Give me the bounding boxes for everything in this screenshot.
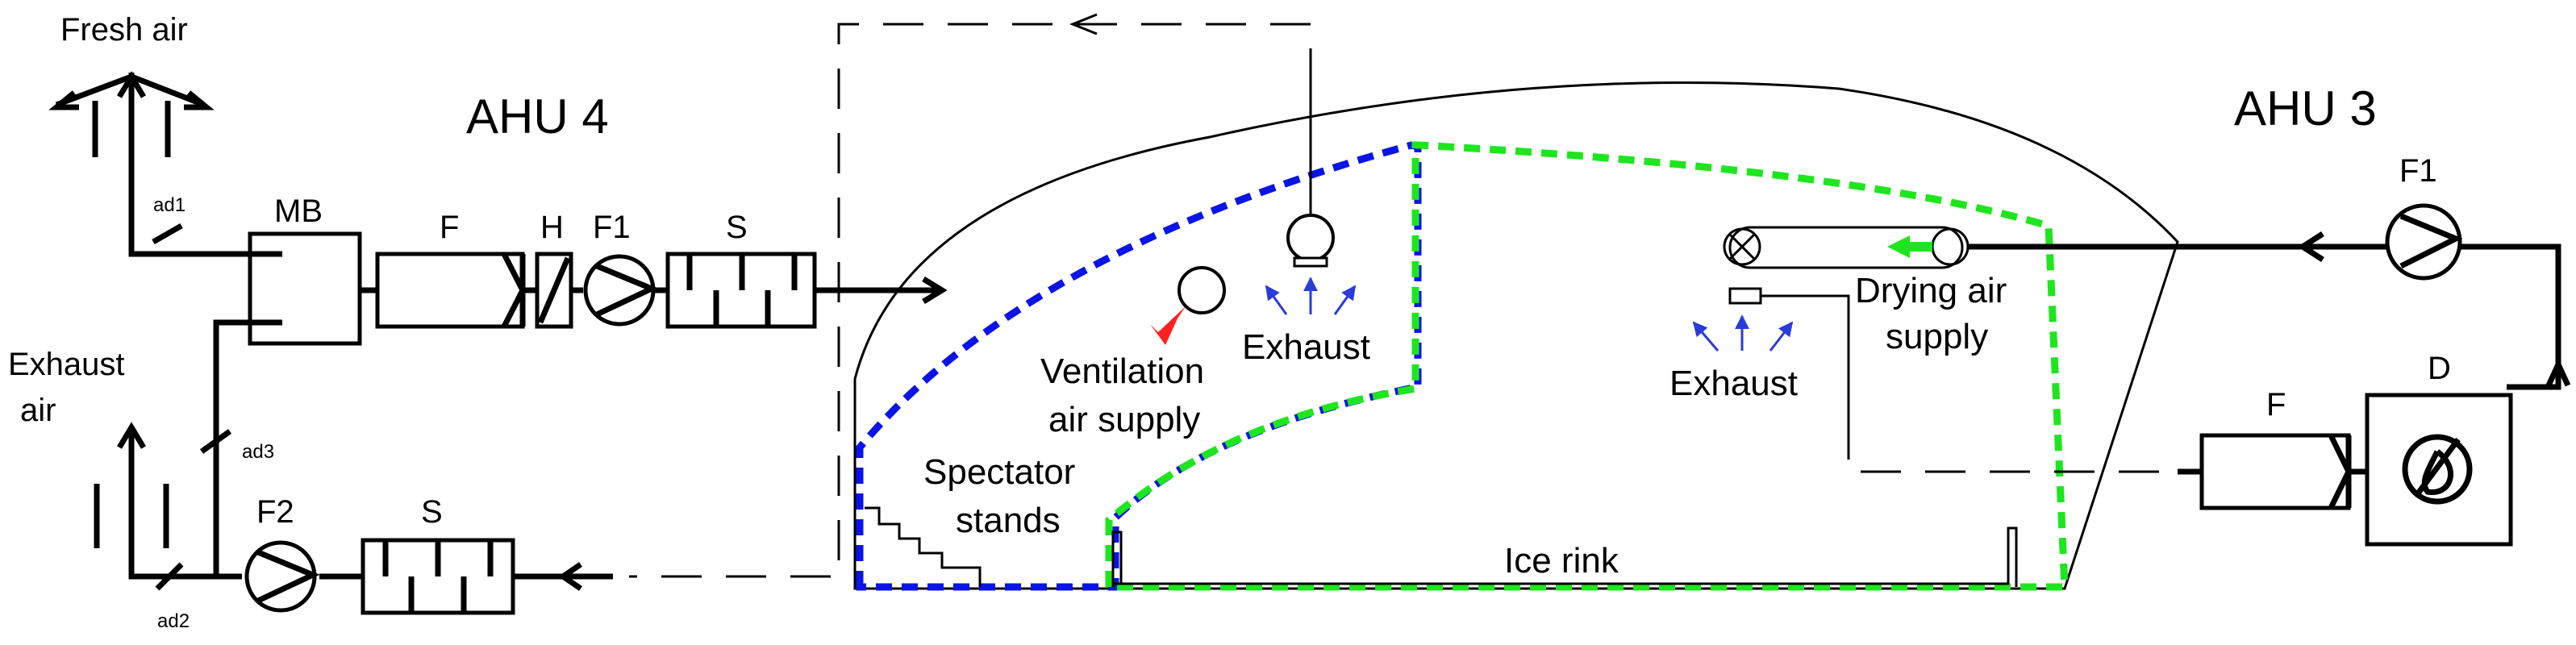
intake-right-arrow — [184, 90, 215, 110]
exhaust-air-outlet: Exhaust air — [8, 347, 169, 576]
damper-ad1-blade — [152, 223, 183, 245]
arena-building — [853, 81, 2179, 591]
ahu3-filter-f-symbol — [2328, 434, 2352, 510]
ahu3-unit: AHU 3 F1 F D — [1968, 81, 2571, 547]
dehumidifier-symbol — [2416, 437, 2461, 496]
mixing-box-mb — [248, 231, 362, 346]
ahu3-filter-f-label: F — [2266, 387, 2286, 422]
ventilation-label-line1: Ventilation — [1040, 352, 1204, 391]
exhaust-center-arrow-right — [1333, 285, 1357, 315]
fan-f1-symbol — [595, 263, 659, 318]
drying-damper-cross — [1728, 232, 1757, 261]
exhaust-right-label: Exhaust — [1669, 364, 1798, 403]
exhaust-center-grille — [1286, 214, 1335, 262]
damper-ad2-blade — [155, 562, 184, 591]
exhaust-stack-arrow — [116, 422, 147, 449]
drying-air-supply-terminal: Drying air supply — [1723, 226, 2007, 356]
ice-rink-left-board — [1111, 531, 1123, 587]
return-direction-arrow — [1069, 13, 1098, 35]
drying-label-line1: Drying air — [1855, 271, 2007, 310]
spectator-label-line1: Spectator — [923, 452, 1075, 492]
ventilation-red-arrow — [1150, 306, 1186, 345]
ahu3-filter-f — [2199, 433, 2351, 510]
ahu4-return-duct — [629, 23, 1312, 578]
ahu3-label: AHU 3 — [2234, 81, 2377, 135]
recirculation-duct — [128, 319, 250, 580]
fan-f2-label: F2 — [256, 494, 294, 530]
exhaust-center-base — [1293, 256, 1328, 268]
filter-f-symbol — [501, 252, 526, 328]
damper-ad1-label: ad1 — [153, 194, 185, 216]
green-drying-zone — [1105, 141, 2069, 591]
ahu3-fan-f1-symbol — [2399, 213, 2463, 269]
ventilation-supply-terminal: Ventilation air supply — [1040, 266, 1226, 439]
exhaust-return-arrow — [557, 562, 582, 591]
exhaust-center-label: Exhaust — [1242, 327, 1370, 367]
damper-ad3-label: ad3 — [242, 441, 274, 463]
ahu3-supply-arrow — [2297, 231, 2324, 262]
exhaust-air-label-line1: Exhaust — [8, 347, 125, 382]
drying-green-arrow — [1887, 235, 1932, 258]
ventilation-diffuser — [1178, 266, 1226, 314]
fresh-air-intake: Fresh air — [48, 12, 215, 157]
ahu3-supply-duct — [1968, 243, 2561, 390]
filter-f — [375, 252, 525, 329]
filter-f-label: F — [440, 210, 459, 245]
silencer-s-supply-baffles — [686, 254, 798, 327]
silencer-s-supply-label: S — [726, 210, 748, 245]
exhaust-right-arrow-right — [1769, 321, 1794, 352]
dehumidifier-d-label: D — [2428, 351, 2451, 386]
heater-h-symbol — [537, 256, 571, 324]
exhaust-air-label-line2: air — [20, 393, 56, 428]
exhaust-right-arrow-left — [1692, 321, 1719, 352]
ventilation-label-line2: air supply — [1048, 400, 1200, 439]
heater-h-label: H — [540, 210, 564, 245]
silencer-s-exhaust-label: S — [421, 494, 443, 530]
return-ducts — [629, 13, 2178, 578]
mixing-box-ports — [250, 251, 282, 326]
exhaust-right-duct — [1761, 294, 1850, 419]
exhaust-right-grille — [1728, 287, 1762, 305]
fresh-air-duct — [128, 145, 250, 257]
ahu3-fan-f1 — [2385, 203, 2462, 281]
fan-f1-label: F1 — [593, 210, 631, 245]
exhaust-right-terminal: Exhaust — [1669, 287, 1850, 419]
fresh-air-label: Fresh air — [60, 12, 188, 48]
supply-arrow — [922, 277, 948, 304]
ahu4-label: AHU 4 — [466, 89, 609, 144]
silencer-s-exhaust-baffles — [382, 540, 494, 613]
drying-damper-circle — [1723, 227, 1761, 266]
ice-rink-label: Ice rink — [1504, 541, 1619, 580]
ahu3-riser-arrow — [2545, 357, 2571, 387]
ice-rink-floor — [1113, 526, 2018, 587]
damper-ad3-blade — [199, 429, 232, 454]
spectator-label-line2: stands — [956, 501, 1061, 540]
dehumidifier-wheel — [2402, 434, 2473, 505]
spectator-stands — [865, 506, 982, 587]
mb-label: MB — [274, 194, 323, 229]
exhaust-center-arrow-left — [1265, 285, 1288, 315]
ahu3-fan-f1-label: F1 — [2399, 153, 2437, 189]
arena-outline — [853, 81, 2179, 590]
drying-label-line2: supply — [1886, 317, 1988, 356]
fan-f2-symbol — [256, 549, 320, 604]
damper-ad2-label: ad2 — [157, 610, 190, 632]
drying-duct-body — [1728, 226, 1964, 269]
ahu4-unit: AHU 4 Fresh air ad1 ad3 ad2 Exhaust a — [8, 12, 948, 632]
exhaust-center-terminal: Exhaust — [1242, 89, 1370, 367]
intake-center-arrow — [116, 71, 147, 98]
ahu3-return-duct — [1847, 419, 2178, 473]
intake-left-arrow — [48, 90, 79, 110]
